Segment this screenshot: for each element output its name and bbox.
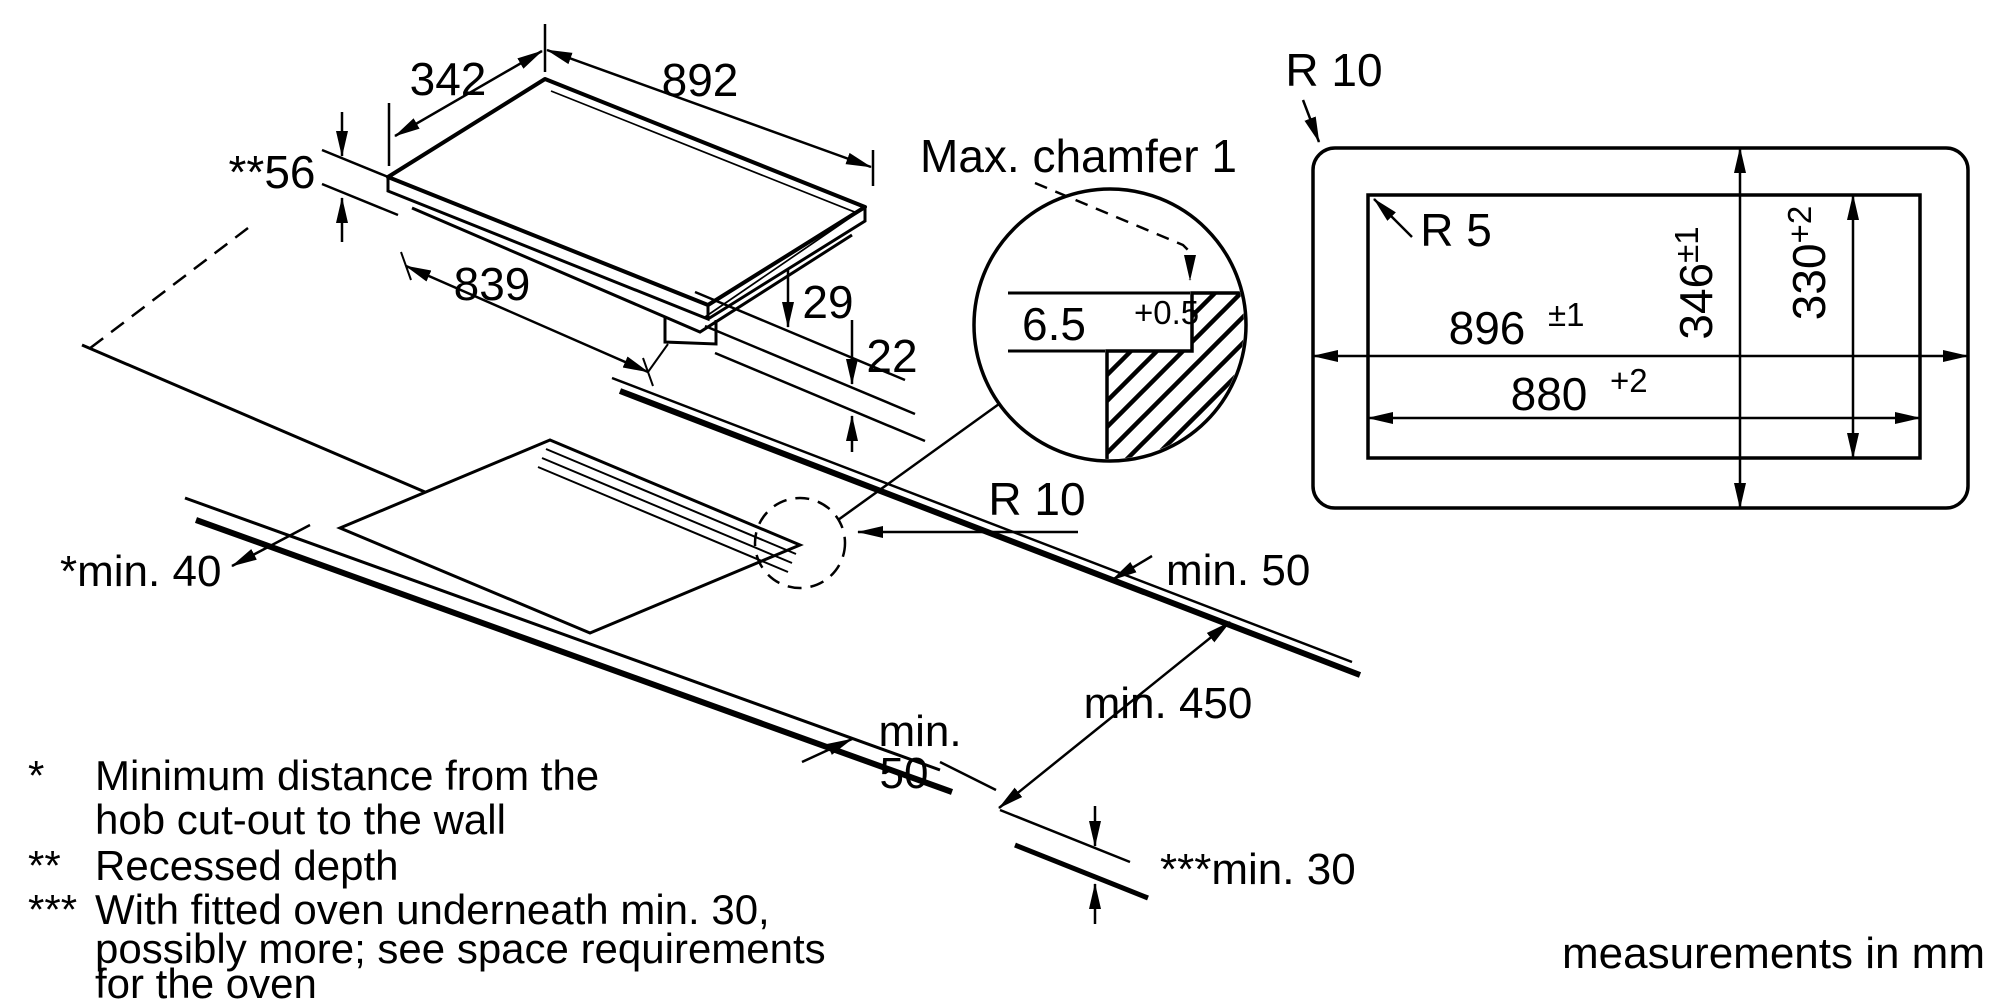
plan-inner-width-tolerance: +2 [1610, 362, 1648, 399]
dim-recess-depth: **56 [229, 112, 399, 242]
hob-body-edges [386, 177, 867, 373]
footnote-marker: ** [28, 842, 61, 889]
footnote-text: Minimum distance from the [95, 752, 599, 799]
cutout-plan-view: R 10 R 5 896 ±1 880 +2 346±1 330+2 [1285, 44, 1970, 510]
dim-hob-depth: 342 [387, 49, 543, 166]
dim-min-below: ***min. 30 [999, 806, 1356, 924]
footnote-text: possibly more; see space requirements [95, 925, 826, 972]
wall-edge [184, 496, 954, 795]
chamfer-pointer-dashed-arrow [1034, 181, 1196, 281]
dim-plan-inner-height: 330+2 [1781, 194, 1859, 459]
min-wall-label: *min. 40 [60, 547, 221, 596]
step-height-lower-label: 22 [866, 330, 917, 382]
dim-plan-inner-width: 880 +2 [1367, 362, 1921, 424]
footnote-marker: *** [28, 886, 77, 933]
dim-min-wall: *min. 40 [60, 523, 311, 596]
hob-isometric-view: 892 342 **56 839 29 [229, 24, 926, 452]
min-below-label: ***min. 30 [1160, 845, 1356, 894]
worktop-rear-edge [81, 343, 426, 494]
chamfer-detail: Max. chamfer 1 6.5 +0.5 [920, 130, 1248, 463]
min-side-label-line2: 50 [880, 749, 929, 798]
min-front-label: min. 50 [1166, 546, 1310, 595]
dim-cutout-radius: R 10 [857, 473, 1086, 538]
detail-reference-circle [753, 496, 847, 590]
dim-min-front: min. 50 [1111, 546, 1310, 595]
dim-plan-outer-height: 346±1 [1668, 147, 1746, 509]
dim-hob-width: 892 [543, 24, 875, 186]
chamfer-depth-tolerance: +0.5 [1134, 294, 1199, 331]
plan-outer-width-label: 896 [1449, 302, 1526, 354]
hob-depth-label: 342 [410, 53, 487, 105]
footnote-text: With fitted oven underneath min. 30, [95, 886, 770, 933]
chamfer-depth-label: 6.5 [1022, 298, 1086, 350]
plan-outer-width-tolerance: ±1 [1548, 296, 1584, 333]
base-width-label: 839 [454, 258, 531, 310]
worktop-cutout [336, 438, 804, 635]
detail-circle [972, 187, 1248, 463]
worktop-front-edge [611, 376, 1362, 678]
footnote-marker: * [28, 752, 44, 799]
footnote-text: Recessed depth [95, 842, 399, 889]
step-height-upper-label: 29 [802, 276, 853, 328]
projection-line [84, 227, 249, 353]
plan-outer-height-label: 346±1 [1668, 226, 1722, 339]
worktop-view: R 10 *min. 40 min. 50 min. 450 min. 50 [60, 227, 1362, 924]
dim-plan-inner-radius: R 5 [1373, 198, 1492, 256]
dim-plan-outer-width: 896 ±1 [1312, 296, 1969, 362]
detail-leader-line [837, 402, 1000, 522]
plan-inner-height-value: 330 [1783, 243, 1835, 320]
plan-outer-radius-label: R 10 [1285, 44, 1382, 96]
min-depth-label: min. 450 [1084, 679, 1253, 728]
chamfer-title: Max. chamfer 1 [920, 130, 1237, 182]
plan-inner-height-tolerance: +2 [1781, 206, 1818, 244]
plan-inner-rect [1366, 193, 1922, 460]
recess-depth-label: **56 [229, 146, 316, 198]
plan-inner-width-label: 880 [1511, 368, 1588, 420]
footnotes: * Minimum distance from the hob cut-out … [28, 752, 826, 1000]
dim-plan-outer-radius: R 10 [1285, 44, 1383, 143]
footnote-text: hob cut-out to the wall [95, 796, 506, 843]
units-note: measurements in mm [1562, 929, 1985, 978]
footnote-text: for the oven [95, 960, 317, 1000]
cutout-radius-label: R 10 [988, 473, 1085, 525]
dim-base-width: 839 [400, 251, 654, 387]
min-side-label-line1: min. [878, 707, 961, 756]
plan-inner-radius-label: R 5 [1420, 204, 1492, 256]
hob-width-label: 892 [662, 54, 739, 106]
dim-min-side: min. 50 [801, 707, 997, 798]
dim-chamfer-depth: 6.5 +0.5 [1008, 291, 1199, 353]
dim-min-depth: min. 450 [998, 621, 1253, 809]
plan-inner-height-label: 330+2 [1781, 206, 1835, 320]
dim-step-heights: 29 22 [694, 270, 926, 452]
plan-outer-height-value: 346 [1670, 263, 1722, 340]
plan-outer-height-tolerance: ±1 [1668, 226, 1705, 262]
plan-outer-rect [1311, 146, 1970, 510]
